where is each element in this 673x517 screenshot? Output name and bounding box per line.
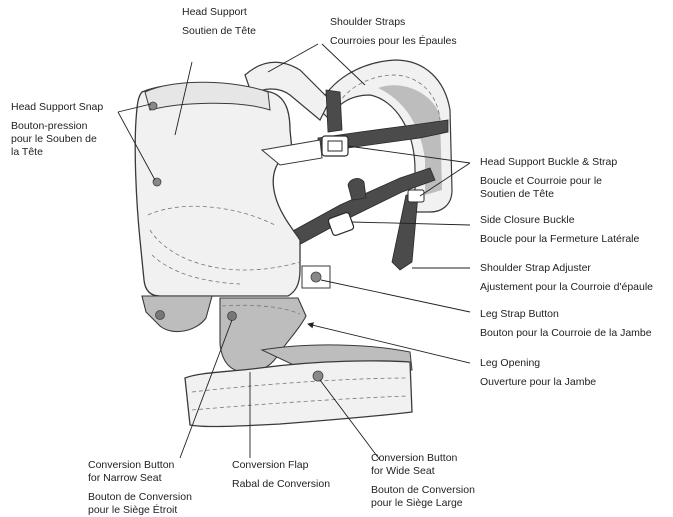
narrow-seat-button	[155, 310, 165, 320]
label-shoulder-straps: Shoulder Straps Courroies pour les Épaul…	[330, 16, 457, 47]
narrow-seat-panel	[141, 295, 213, 333]
body-dashed-seam-lower	[149, 229, 301, 271]
conversion-flap-button	[227, 311, 237, 321]
wide-seat-button	[312, 370, 324, 382]
side-closure-buckle	[327, 212, 355, 236]
label-conversion-flap: Conversion Flap Rabal de Conversion	[232, 459, 331, 490]
label-head-support-buckle: Head Support Buckle & Strap Boucle et Co…	[480, 156, 618, 200]
label-conversion-narrow: Conversion Button for Narrow Seat Bouton…	[88, 459, 192, 516]
label-head-support-snap: Head Support Snap Bouton-pression pour l…	[11, 101, 104, 158]
right-strap-inner-shade	[378, 85, 442, 195]
leader-lines	[117, 43, 471, 461]
waist-belt	[184, 360, 413, 428]
strap-loop	[347, 178, 367, 201]
conversion-flap	[219, 297, 307, 373]
head-support-panel	[144, 81, 271, 111]
head-support-buckle	[321, 135, 349, 157]
carrier-body	[134, 83, 301, 297]
label-leg-opening: Leg Opening Ouverture pour la Jambe	[480, 357, 597, 388]
body-dashed-seam-upper	[147, 205, 276, 226]
label-shoulder-strap-adjuster: Shoulder Strap Adjuster Ajustement pour …	[480, 262, 654, 293]
body-side-flap	[260, 139, 323, 166]
head-snap-upper	[148, 101, 158, 111]
adjuster-strap	[391, 194, 419, 271]
upper-strap-buckle	[407, 189, 425, 203]
leg-strap-button	[310, 271, 322, 283]
label-side-closure-buckle: Side Closure Buckle Boucle pour la Ferme…	[480, 214, 640, 245]
dark-strap-vertical	[325, 89, 343, 133]
label-conversion-wide: Conversion Button for Wide Seat Bouton d…	[371, 452, 475, 509]
label-head-support: Head Support Soutien de Tête	[182, 6, 256, 37]
label-leg-strap-button: Leg Strap Button Bouton pour la Courroie…	[480, 308, 652, 339]
right-strap-dashed-seam	[334, 74, 441, 121]
